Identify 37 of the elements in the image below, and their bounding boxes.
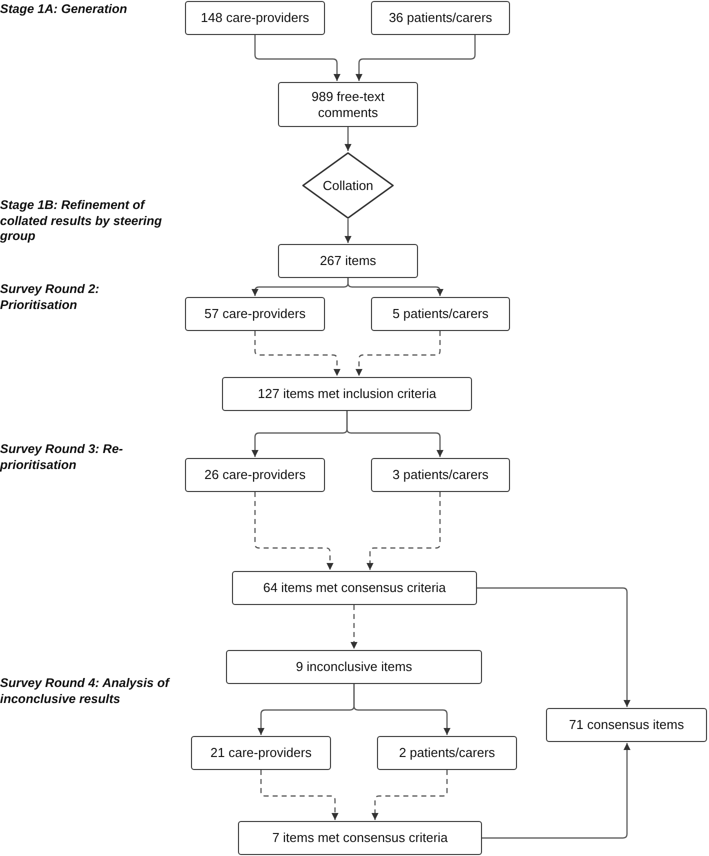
stage-label: Survey Round 3: Re-prioritisation	[0, 442, 124, 474]
arrow	[344, 127, 352, 151]
arrow	[350, 605, 358, 649]
arrow	[254, 331, 340, 376]
arrow	[477, 587, 630, 707]
arrow	[366, 492, 441, 570]
process-box: 21 care-providers	[191, 736, 331, 770]
process-box: 7 items met consensus criteria	[238, 821, 482, 855]
stage-label: Survey Round 2: Prioritisation	[0, 282, 100, 314]
process-box: 26 care-providers	[185, 458, 325, 492]
process-box: 5 patients/carers	[371, 297, 510, 331]
arrow	[260, 770, 338, 820]
stage-label: Survey Round 4: Analysis of inconclusive results	[0, 676, 170, 708]
arrow	[346, 411, 444, 457]
arrow	[356, 35, 476, 81]
arrow	[347, 278, 444, 296]
process-box: 64 items met consensus criteria	[232, 571, 477, 605]
process-box: 9 inconclusive items	[226, 650, 482, 684]
arrow	[254, 35, 340, 81]
process-box: 148 care-providers	[185, 1, 325, 35]
process-box: 267 items	[278, 244, 418, 278]
process-box: 71 consensus items	[546, 708, 707, 742]
process-box: 36 patients/carers	[371, 1, 510, 35]
arrow	[356, 331, 441, 376]
stage-label: Stage 1A: Generation	[0, 2, 128, 18]
arrow	[254, 492, 334, 570]
process-box: 989 free-text comments	[278, 82, 418, 127]
stage-label: Stage 1B: Refinement of collated results by steering group	[0, 198, 163, 245]
decision-diamond: Collation	[302, 152, 394, 219]
process-box: 57 care-providers	[185, 297, 325, 331]
arrow	[353, 684, 450, 735]
process-box: 2 patients/carers	[377, 736, 517, 770]
arrow	[344, 219, 352, 243]
process-box: 3 patients/carers	[371, 458, 510, 492]
arrow	[372, 770, 448, 820]
process-box: 127 items met inclusion criteria	[222, 377, 472, 411]
arrow	[482, 743, 630, 839]
